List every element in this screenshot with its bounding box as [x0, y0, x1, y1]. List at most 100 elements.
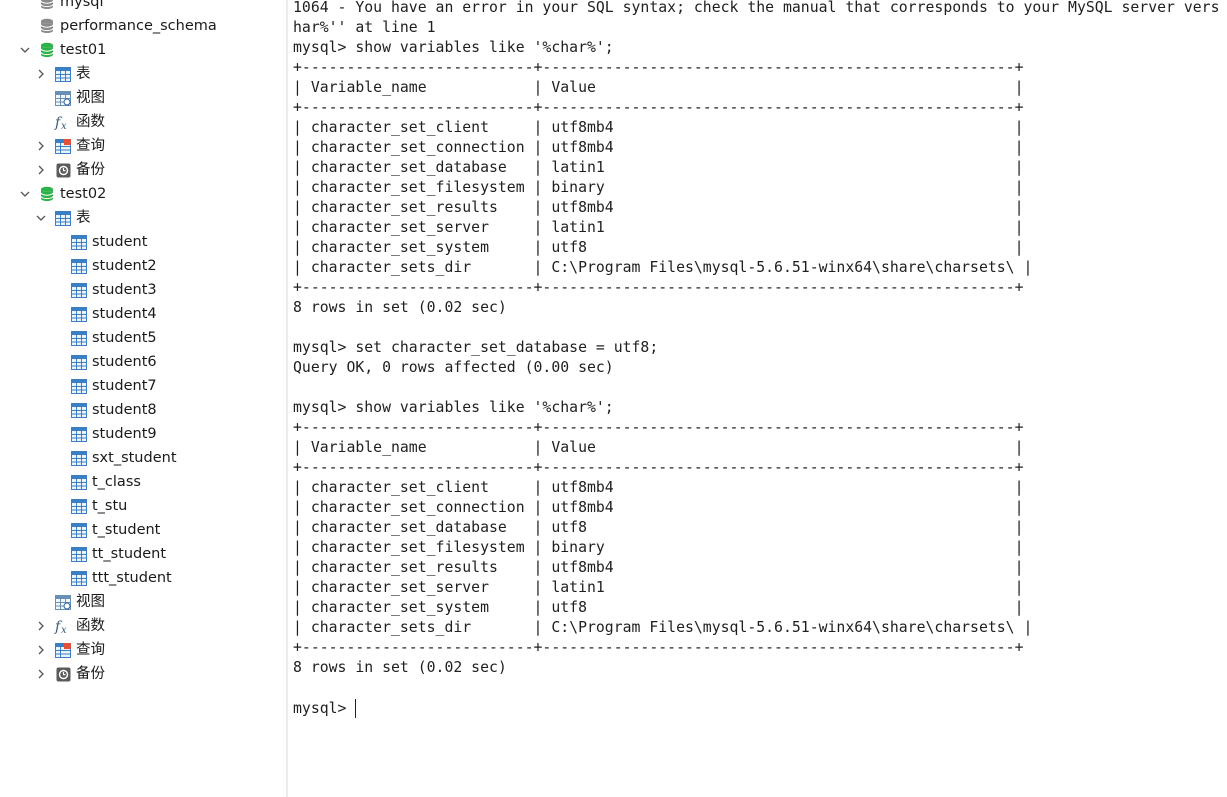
- table-icon: [54, 62, 72, 86]
- tree-test01-tables[interactable]: 表: [0, 62, 286, 86]
- table-icon: [70, 302, 88, 326]
- tree-table-t-class[interactable]: t_class: [0, 470, 286, 494]
- panel-splitter[interactable]: [286, 0, 288, 797]
- function-icon: f x: [54, 110, 72, 134]
- chevron-down-icon[interactable]: [18, 182, 32, 206]
- tree-spacer: [50, 398, 64, 422]
- tree-db-test01[interactable]: test01: [0, 38, 286, 62]
- object-tree-sidebar[interactable]: mysql performance_schema test01 表 视图: [0, 0, 286, 797]
- tree-table-student7[interactable]: student7: [0, 374, 286, 398]
- tree-spacer: [50, 278, 64, 302]
- tree-test01-backups[interactable]: 备份: [0, 158, 286, 182]
- tree-item-label: student2: [92, 258, 157, 274]
- tree-table-student8[interactable]: student8: [0, 398, 286, 422]
- console-input-line[interactable]: mysql>: [293, 698, 357, 718]
- tree-table-sxt-student[interactable]: sxt_student: [0, 446, 286, 470]
- tree-item-label: mysql: [60, 0, 104, 10]
- tree-item-label: student5: [92, 330, 157, 346]
- tree-item-label: sxt_student: [92, 450, 177, 466]
- tree-test01-queries[interactable]: 查询: [0, 134, 286, 158]
- svg-text:x: x: [61, 121, 67, 130]
- tree-spacer: [50, 542, 64, 566]
- database-gray-icon: [38, 14, 56, 38]
- console-prompt: mysql>: [293, 699, 356, 717]
- query-icon: [54, 638, 72, 662]
- tree-spacer: [50, 422, 64, 446]
- table-icon: [70, 398, 88, 422]
- view-icon: [54, 86, 72, 110]
- tree-test01-views[interactable]: 视图: [0, 86, 286, 110]
- console-output: 1064 - You have an error in your SQL syn…: [293, 0, 1220, 676]
- tree-spacer: [50, 350, 64, 374]
- table-icon: [70, 542, 88, 566]
- tree-spacer: [18, 0, 32, 14]
- tree-item-label: tt_student: [92, 546, 167, 562]
- query-icon: [54, 134, 72, 158]
- tree-spacer: [50, 374, 64, 398]
- tree-test02-views[interactable]: 视图: [0, 590, 286, 614]
- table-icon: [70, 230, 88, 254]
- tree-item-label: t_stu: [92, 498, 128, 514]
- tree-item-label: t_student: [92, 522, 161, 538]
- tree-table-tt-student[interactable]: tt_student: [0, 542, 286, 566]
- tree-spacer: [50, 230, 64, 254]
- console-panel[interactable]: 1064 - You have an error in your SQL syn…: [293, 0, 1227, 797]
- table-icon: [70, 470, 88, 494]
- tree-test02-queries[interactable]: 查询: [0, 638, 286, 662]
- tree-db-test02[interactable]: test02: [0, 182, 286, 206]
- tree-item-label: 函数: [76, 618, 105, 634]
- tree-table-student[interactable]: student: [0, 230, 286, 254]
- tree-spacer: [50, 302, 64, 326]
- tree-test02-backups[interactable]: 备份: [0, 662, 286, 686]
- tree-test01-functions[interactable]: f x 函数: [0, 110, 286, 134]
- chevron-down-icon[interactable]: [34, 206, 48, 230]
- tree-item-label: 查询: [76, 138, 105, 154]
- tree-spacer: [50, 326, 64, 350]
- tree-test02-functions[interactable]: f x 函数: [0, 614, 286, 638]
- view-icon: [54, 590, 72, 614]
- tree-table-student6[interactable]: student6: [0, 350, 286, 374]
- tree-item-label: 备份: [76, 666, 105, 682]
- chevron-right-icon[interactable]: [34, 158, 48, 182]
- tree-item-label: 视图: [76, 594, 105, 610]
- function-icon: f x: [54, 614, 72, 638]
- chevron-right-icon[interactable]: [34, 638, 48, 662]
- tree-spacer: [50, 566, 64, 590]
- tree-test02-tables[interactable]: 表: [0, 206, 286, 230]
- tree-item-label: student9: [92, 426, 157, 442]
- database-green-icon: [38, 182, 56, 206]
- tree-spacer: [50, 470, 64, 494]
- table-icon: [70, 422, 88, 446]
- tree-spacer: [34, 590, 48, 614]
- tree-table-ttt-student[interactable]: ttt_student: [0, 566, 286, 590]
- tree-table-student3[interactable]: student3: [0, 278, 286, 302]
- tree-item-label: t_class: [92, 474, 141, 490]
- table-icon: [70, 518, 88, 542]
- svg-text:f: f: [54, 619, 63, 634]
- tree-table-student2[interactable]: student2: [0, 254, 286, 278]
- chevron-down-icon[interactable]: [18, 38, 32, 62]
- table-icon: [70, 350, 88, 374]
- tree-table-student4[interactable]: student4: [0, 302, 286, 326]
- chevron-right-icon[interactable]: [34, 662, 48, 686]
- tree-table-student9[interactable]: student9: [0, 422, 286, 446]
- tree-item-label: 视图: [76, 90, 105, 106]
- table-icon: [70, 446, 88, 470]
- chevron-right-icon[interactable]: [34, 134, 48, 158]
- text-cursor: [355, 698, 357, 718]
- table-icon: [70, 326, 88, 350]
- tree-item-label: student: [92, 234, 148, 250]
- tree-spacer: [50, 518, 64, 542]
- tree-item-label: ttt_student: [92, 570, 172, 586]
- tree-spacer: [50, 494, 64, 518]
- tree-item-label: student6: [92, 354, 157, 370]
- tree-db-performance-schema[interactable]: performance_schema: [0, 14, 286, 38]
- tree-table-t-student[interactable]: t_student: [0, 518, 286, 542]
- tree-item-label: test01: [60, 42, 107, 58]
- tree-item-label: student3: [92, 282, 157, 298]
- tree-table-student5[interactable]: student5: [0, 326, 286, 350]
- tree-db-mysql[interactable]: mysql: [0, 0, 286, 14]
- chevron-right-icon[interactable]: [34, 62, 48, 86]
- chevron-right-icon[interactable]: [34, 614, 48, 638]
- tree-table-t-stu[interactable]: t_stu: [0, 494, 286, 518]
